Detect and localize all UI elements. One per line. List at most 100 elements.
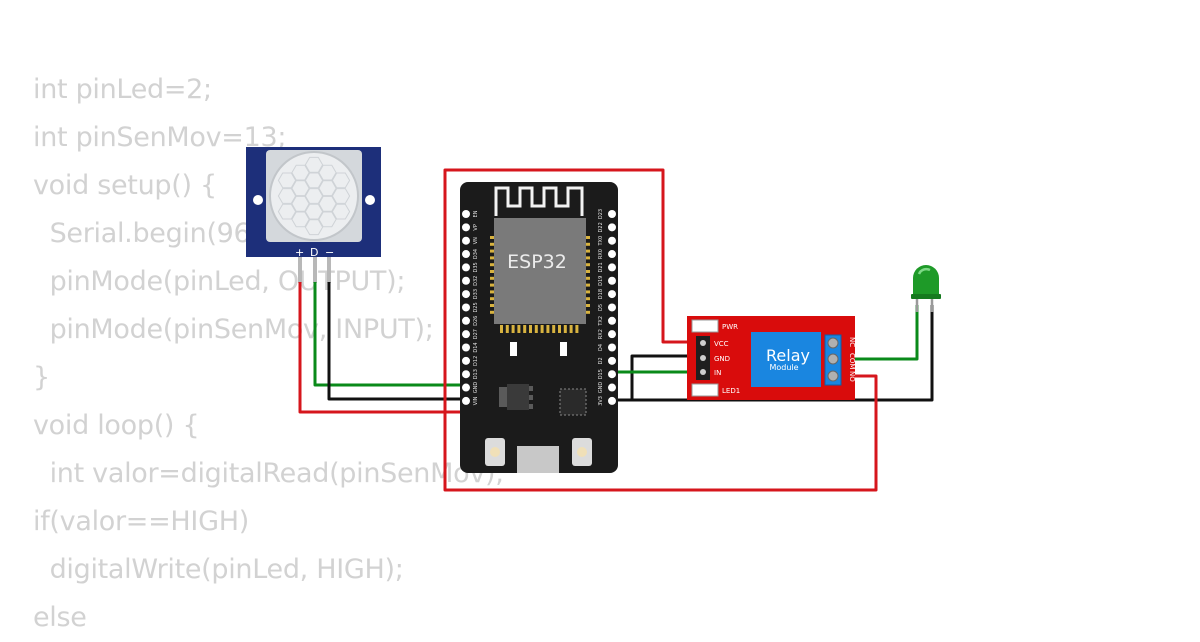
esp32-pin-label: VN [473, 237, 479, 244]
esp32-en-button[interactable] [485, 438, 505, 466]
relay-terminal-label-com: COM [848, 353, 856, 369]
wire-pir-gnd-to-gnd[interactable] [327, 282, 466, 401]
wire-pir-data-to-d13[interactable] [313, 282, 466, 387]
relay-terminal-label-nc: NC [848, 337, 856, 347]
esp32-pin-label: D13 [473, 369, 479, 379]
relay-subtitle: Module [769, 363, 798, 372]
esp32-pin-d21[interactable] [608, 263, 616, 272]
esp32-pin-d18[interactable] [608, 290, 616, 299]
relay-led1 [691, 383, 719, 397]
pir-pin-vcc[interactable] [298, 257, 302, 283]
relay-pin-gnd[interactable] [700, 355, 706, 361]
esp32-pin-label: D21 [598, 262, 604, 272]
esp32-pin-gnd[interactable] [608, 383, 616, 392]
esp32-pin-label: D15 [598, 369, 604, 379]
relay-pin-vcc[interactable] [700, 340, 706, 346]
code-line: pinMode(pinSenMov, INPUT); [33, 314, 434, 345]
pir-pin-label-vcc: + [295, 246, 304, 259]
esp32-pin-rx2[interactable] [608, 330, 616, 339]
esp32-pin-label: 3V3 [598, 396, 604, 406]
esp32-pin-label: GND [473, 382, 479, 394]
esp32-pin-vin[interactable] [462, 396, 470, 405]
esp32-pin-d14[interactable] [462, 343, 470, 352]
relay-title: Relay [766, 346, 810, 365]
esp32-left-pin-header[interactable]: ENVPVND34D35D32D33D25D26D27D14D12D13GNDV… [462, 210, 479, 405]
esp32-pin-d33[interactable] [462, 290, 470, 299]
esp32-module [494, 218, 586, 324]
esp32-pin-d13[interactable] [462, 370, 470, 379]
esp32-pin-3v3[interactable] [608, 396, 616, 405]
pir-pin-gnd[interactable] [327, 257, 331, 283]
esp32-module-pins [490, 236, 590, 333]
relay-terminal-no[interactable] [827, 370, 839, 382]
esp32-pin-vn[interactable] [462, 236, 470, 245]
code-line: digitalWrite(pinLed, HIGH); [33, 554, 404, 585]
code-line: void loop() { [33, 410, 200, 441]
esp32-pin-d4[interactable] [608, 343, 616, 352]
relay-label-in: IN [714, 369, 721, 377]
wire-relay-no-to-vin[interactable] [443, 374, 878, 492]
esp32-boot-button[interactable] [572, 438, 592, 466]
esp32-pin-label: TX2 [598, 316, 604, 327]
esp32-usb-chip [559, 388, 587, 416]
esp32-pin-label: RX0 [598, 249, 604, 259]
esp32-pin-d22[interactable] [608, 223, 616, 232]
esp32-pin-rx0[interactable] [608, 250, 616, 259]
pir-sensor[interactable]: + D − [246, 147, 381, 283]
pir-mount-hole-left [253, 195, 263, 205]
esp32-pin-d26[interactable] [462, 316, 470, 325]
esp32-pin-en[interactable] [462, 210, 470, 218]
wire-relay-com-to-led-anode[interactable] [833, 305, 919, 361]
esp32-right-pin-header[interactable]: D23D22TX0RX0D21D19D18D5TX2RX2D4D2D15GND3… [598, 209, 616, 406]
esp32-smd-left [510, 342, 517, 356]
green-led[interactable] [911, 265, 941, 312]
esp32-pin-tx2[interactable] [608, 316, 616, 325]
relay-pin-in[interactable] [700, 369, 706, 375]
esp32-smd-right [560, 342, 567, 356]
esp32-pin-d5[interactable] [608, 303, 616, 312]
esp32-antenna-trace [494, 186, 584, 216]
esp32-pin-d27[interactable] [462, 330, 470, 339]
esp32-pin-d34[interactable] [462, 250, 470, 259]
esp32-usb-port[interactable] [517, 446, 559, 473]
pir-pin-data[interactable] [313, 257, 317, 283]
esp32-pin-label: D32 [473, 276, 479, 286]
code-line: } [33, 362, 50, 393]
esp32-pin-label: D5 [598, 304, 604, 311]
code-line: if(valor==HIGH) [33, 506, 249, 537]
esp32-pin-d19[interactable] [608, 276, 616, 285]
esp32-pin-tx0[interactable] [608, 236, 616, 245]
esp32-pin-label: D22 [598, 222, 604, 232]
esp32-pin-d2[interactable] [608, 356, 616, 365]
esp32-pin-vp[interactable] [462, 223, 470, 232]
esp32-pin-label: D35 [473, 262, 479, 272]
code-line: void setup() { [33, 170, 217, 201]
esp32-pin-label: D23 [598, 209, 604, 219]
esp32-pin-d35[interactable] [462, 263, 470, 272]
esp32-pin-d12[interactable] [462, 356, 470, 365]
esp32-pin-gnd[interactable] [462, 383, 470, 392]
wire-vin-to-relay-vcc[interactable] [443, 168, 698, 414]
esp32-pin-d32[interactable] [462, 276, 470, 285]
esp32-pin-d15[interactable] [608, 370, 616, 379]
esp32-pin-d23[interactable] [608, 210, 616, 218]
led-highlight [917, 267, 931, 275]
relay-label-gnd: GND [714, 355, 730, 363]
relay-terminal-com[interactable] [827, 353, 839, 365]
relay-module[interactable]: PWR LED1 VCC GND IN Relay Module NC COM … [687, 316, 856, 400]
relay-pwr-led [691, 319, 719, 333]
esp32-chip-label: ESP32 [507, 251, 567, 273]
esp32-pin-label: RX2 [598, 329, 604, 339]
relay-led1-label: LED1 [722, 387, 740, 395]
esp32-pin-d25[interactable] [462, 303, 470, 312]
relay-terminal-nc[interactable] [827, 337, 839, 349]
esp32-board[interactable]: ESP32 ENVPVND34D35D32D33D25D26D27D14D12D… [460, 182, 618, 473]
wire-pir-vcc-to-vin[interactable] [298, 282, 466, 414]
esp32-pin-label: D4 [598, 344, 604, 351]
code-line: int pinLed=2; [33, 74, 212, 105]
pir-mount-hole-right [365, 195, 375, 205]
wire-gnd-to-relay-gnd[interactable] [612, 354, 698, 402]
esp32-pin-label: D26 [473, 316, 479, 326]
led-rim [911, 294, 941, 299]
